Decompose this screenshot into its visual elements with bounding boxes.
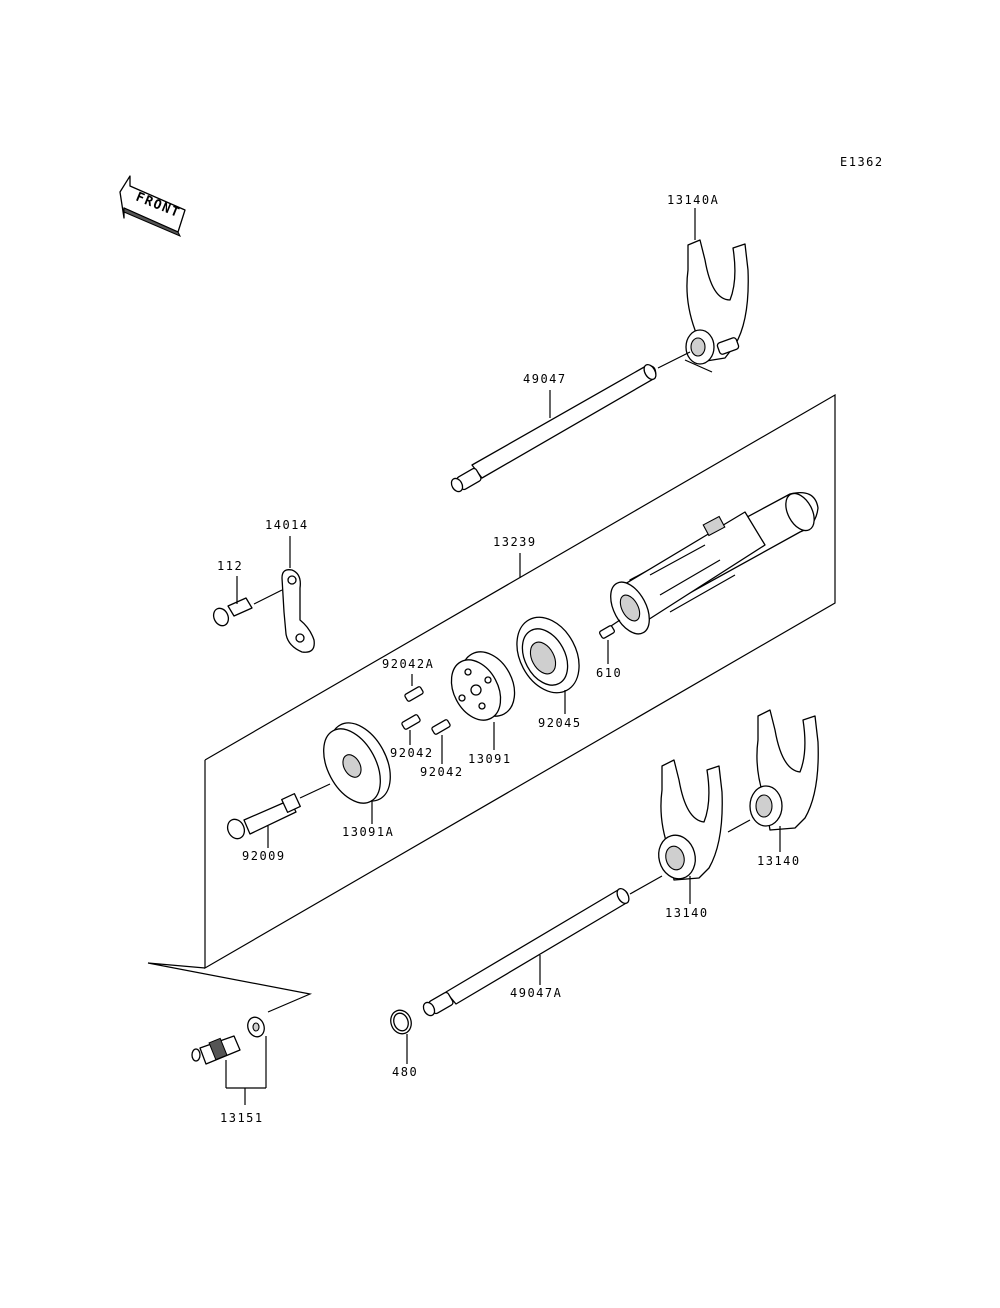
label-480: 480 (392, 1065, 418, 1079)
shift-fork-13140A (684, 239, 749, 373)
bolt-112 (212, 597, 253, 627)
label-92042-a: 92042 (390, 746, 434, 760)
label-13239: 13239 (493, 535, 537, 549)
drum-assembly-frame (147, 393, 836, 1013)
pin-holder-13091 (450, 651, 516, 721)
bolt-92009 (226, 793, 301, 840)
label-13091A: 13091A (342, 825, 394, 839)
label-610: 610 (596, 666, 622, 680)
dowel-pin-92042A (404, 686, 424, 702)
label-92042-b: 92042 (420, 765, 464, 779)
washer-13151 (247, 1016, 265, 1038)
neutral-switch-13151 (191, 1035, 241, 1065)
label-49047: 49047 (523, 372, 567, 386)
label-92042A: 92042A (382, 657, 434, 671)
label-14014: 14014 (265, 518, 309, 532)
circlip-480 (390, 1009, 412, 1035)
front-arrow-icon: FRONT (119, 175, 186, 237)
fork-shaft-49047 (450, 363, 657, 493)
label-13151: 13151 (220, 1111, 264, 1125)
dowel-pin-92042-b (431, 719, 451, 735)
label-92009: 92009 (242, 849, 286, 863)
fork-shaft-49047A (422, 887, 630, 1017)
shift-drum-13239 (607, 491, 819, 635)
label-13091: 13091 (468, 752, 512, 766)
shift-fork-13140-upper (749, 709, 819, 831)
dowel-pin-92042-a (401, 714, 421, 730)
bearing-92045 (516, 616, 580, 694)
diagram-id-label: E1362 (840, 155, 884, 169)
cam-plate-13091A (323, 722, 391, 804)
shift-fork-13140-lower (658, 759, 723, 881)
label-112: 112 (217, 559, 243, 573)
label-13140A: 13140A (667, 193, 719, 207)
label-13140-upper: 13140 (757, 854, 801, 868)
label-49047A: 49047A (510, 986, 562, 1000)
pin-610 (599, 625, 615, 639)
stopper-plate-14014 (281, 569, 315, 653)
label-13140-lower: 13140 (665, 906, 709, 920)
label-92045: 92045 (538, 716, 582, 730)
